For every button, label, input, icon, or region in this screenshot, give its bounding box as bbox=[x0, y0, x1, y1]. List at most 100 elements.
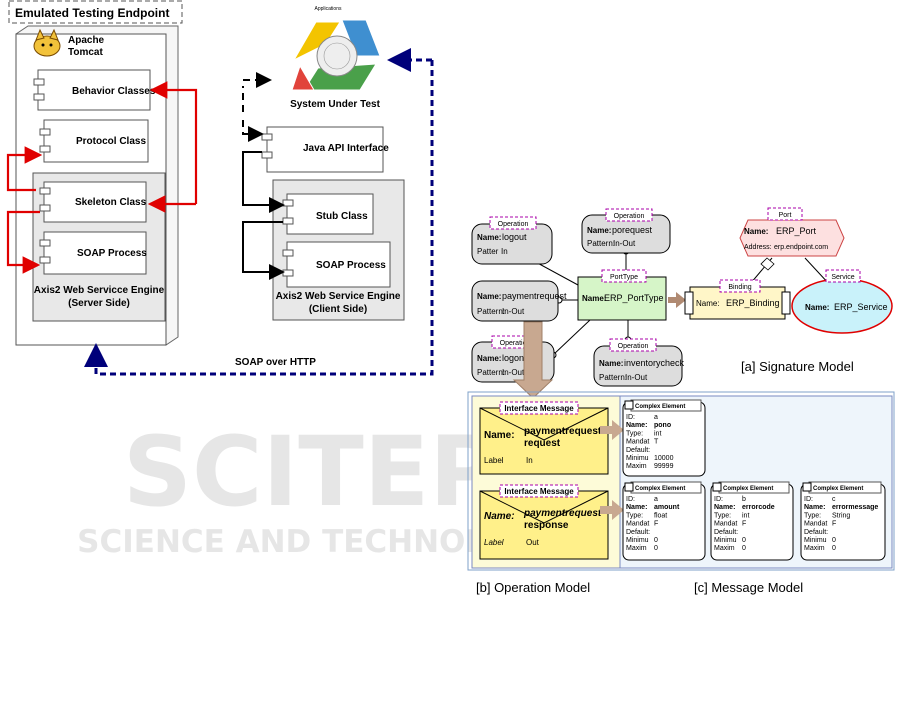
complex-element-value: 0 bbox=[654, 537, 658, 544]
porttype-tag: PortType bbox=[610, 274, 638, 281]
op-inventory-name-key: Name: bbox=[599, 359, 623, 368]
complex-element-value: a bbox=[654, 414, 658, 421]
complex-element-value: c bbox=[832, 496, 836, 503]
server-engine-label-2: (Server Side) bbox=[68, 298, 130, 309]
complex-element-icon bbox=[624, 482, 634, 492]
sut-top-label: Applications bbox=[315, 6, 342, 12]
soap-over-http-label: SOAP over HTTP bbox=[235, 357, 316, 368]
complex-element-value: 0 bbox=[742, 545, 746, 552]
op-inventory-tag: Operation bbox=[618, 343, 649, 350]
msg2-label: Out bbox=[526, 538, 540, 547]
op-logon-pattern-key: Pattern: bbox=[477, 368, 505, 377]
protocol-class-label: Protocol Class bbox=[76, 136, 146, 147]
complex-element-tag: Complex Element bbox=[723, 486, 773, 492]
protocol-class-box bbox=[43, 119, 149, 163]
complex-element-tag: Complex Element bbox=[635, 404, 685, 410]
client-engine-label-2: (Client Side) bbox=[309, 304, 367, 315]
tomcat-label-1: Apache bbox=[68, 35, 105, 46]
complex-element-value: float bbox=[654, 512, 667, 519]
complex-element-key: Default: bbox=[714, 529, 738, 536]
interface-message-1: Interface Message Name: paymentrequest r… bbox=[479, 401, 609, 475]
complex-element-value: errorcode bbox=[742, 504, 775, 511]
behavior-classes-label: Behavior Classes bbox=[72, 86, 156, 97]
complex-element-key: ID: bbox=[804, 496, 813, 503]
models-frame bbox=[467, 391, 895, 571]
op-inventory-pattern-key: Pattern: bbox=[599, 373, 627, 382]
msg2-tag: Interface Message bbox=[504, 487, 574, 496]
binding-name: ERP_Binding bbox=[726, 298, 780, 308]
msg1-label-key: Label bbox=[484, 456, 504, 465]
endpoint-title: Emulated Testing Endpoint bbox=[15, 6, 169, 20]
complex-element-value: 10000 bbox=[654, 455, 674, 462]
sut-label: System Under Test bbox=[290, 99, 381, 110]
binding-tag: Binding bbox=[728, 284, 751, 291]
complex-element-key: Maxim bbox=[626, 463, 647, 470]
complex-element-key: Default: bbox=[804, 529, 828, 536]
complex-element-value: 0 bbox=[832, 537, 836, 544]
service-name-key: Name: bbox=[805, 303, 829, 312]
msg1-name-2: request bbox=[524, 438, 561, 449]
complex-element-key: Type: bbox=[626, 430, 643, 437]
msg2-name-1: paymentrequest bbox=[523, 508, 602, 519]
complex-element-key: Type: bbox=[714, 512, 731, 519]
service-name: ERP_Service bbox=[834, 302, 888, 312]
port-tag: Port bbox=[779, 212, 792, 219]
complex-element-icon bbox=[712, 482, 722, 492]
server-engine-label-1: Axis2 Web Servicce Engine bbox=[34, 285, 165, 296]
complex-element-value: 99999 bbox=[654, 463, 674, 470]
op-logout-box bbox=[471, 223, 553, 265]
complex-element-value: pono bbox=[654, 422, 671, 429]
port-address: erp.endpoint.com bbox=[774, 244, 828, 251]
op-logon-pattern: In-Out bbox=[502, 368, 525, 377]
complex-element-key: Minimu bbox=[714, 537, 737, 544]
complex-element-value: a bbox=[654, 496, 658, 503]
soap-http-connector bbox=[84, 48, 434, 376]
arrow-msg1 bbox=[600, 420, 624, 440]
complex-element-1: Complex ElementID:aName:ponoType:intMand… bbox=[622, 399, 706, 477]
complex-element-value: int bbox=[742, 512, 749, 519]
complex-element-key: Minimu bbox=[626, 537, 649, 544]
signature-model-caption: [a] Signature Model bbox=[741, 359, 854, 374]
complex-element-key: ID: bbox=[714, 496, 723, 503]
complex-element-key: Minimu bbox=[804, 537, 827, 544]
skeleton-class-box bbox=[43, 181, 147, 223]
complex-element-key: ID: bbox=[626, 496, 635, 503]
op-logout-name-key: Name: bbox=[477, 233, 501, 242]
tomcat-label-2: Tomcat bbox=[68, 47, 103, 58]
complex-element-icon bbox=[802, 482, 812, 492]
op-inventory-name: inventorycheck bbox=[624, 358, 685, 368]
complex-element-key: Name: bbox=[626, 504, 647, 511]
complex-element-key: Mandat bbox=[626, 521, 649, 528]
porttype-name-key: Name: bbox=[582, 294, 606, 303]
port-name-key: Name: bbox=[744, 227, 768, 236]
complex-element-value: String bbox=[832, 512, 850, 519]
complex-element-icon bbox=[624, 400, 634, 410]
op-logon-name-key: Name: bbox=[477, 354, 501, 363]
complex-element-key: Name: bbox=[714, 504, 735, 511]
stub-class-label: Stub Class bbox=[316, 211, 368, 222]
msg1-label: In bbox=[526, 456, 533, 465]
porttype-name: ERP_PortType bbox=[604, 293, 664, 303]
complex-element-key: Minimu bbox=[626, 455, 649, 462]
complex-element-tag: Complex Element bbox=[813, 486, 863, 492]
port-name: ERP_Port bbox=[776, 226, 817, 236]
complex-element-4: Complex ElementID:cName:errormessageType… bbox=[800, 481, 886, 561]
complex-element-3: Complex ElementID:bName:errorcodeType:in… bbox=[710, 481, 794, 561]
complex-element-key: Name: bbox=[804, 504, 825, 511]
op-porequest-name-key: Name: bbox=[587, 226, 611, 235]
system-under-test-icon: Applications bbox=[291, 6, 381, 91]
complex-element-key: Maxim bbox=[804, 545, 825, 552]
tomcat-icon bbox=[33, 28, 61, 57]
op-logon-tag: Operation bbox=[500, 340, 531, 347]
complex-element-key: ID: bbox=[626, 414, 635, 421]
msg2-name-2: response bbox=[524, 520, 569, 531]
arrow-msg2 bbox=[600, 500, 624, 520]
complex-element-tag: Complex Element bbox=[635, 486, 685, 492]
complex-element-key: Default: bbox=[626, 447, 650, 454]
endpoint-title-box bbox=[8, 0, 183, 24]
complex-element-key: Maxim bbox=[714, 545, 735, 552]
complex-element-value: F bbox=[654, 521, 658, 528]
complex-element-value: 0 bbox=[742, 537, 746, 544]
down-arrow bbox=[512, 321, 554, 399]
